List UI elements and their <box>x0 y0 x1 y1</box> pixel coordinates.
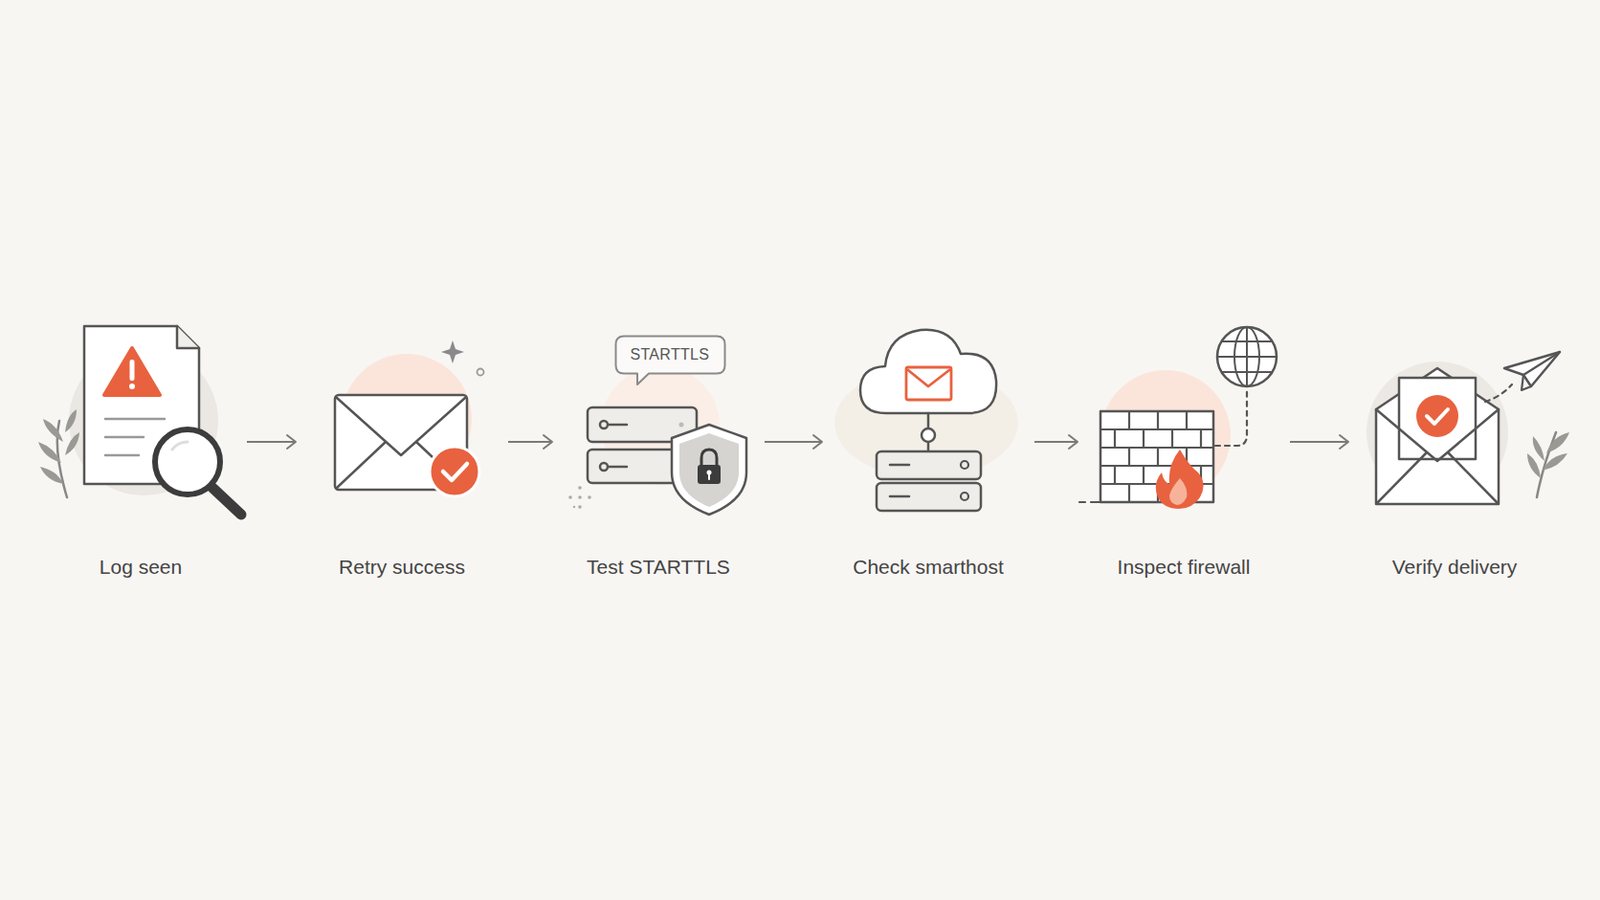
process-step: Log seen <box>40 382 242 579</box>
arrow-line <box>764 441 823 444</box>
arrow-head <box>1068 435 1078 449</box>
icon-stroke <box>908 370 950 387</box>
icon-stroke <box>577 486 582 490</box>
process-step: Retry success <box>301 382 503 579</box>
icon-stroke <box>1399 377 1476 460</box>
arrow-line <box>1034 441 1078 444</box>
arrow-line <box>508 441 553 444</box>
icon-stroke <box>130 359 135 381</box>
icon-stroke <box>1217 327 1277 387</box>
icon-stroke <box>1079 501 1101 504</box>
step-label: Inspect firewall <box>1117 555 1251 579</box>
icon-stroke <box>679 422 685 428</box>
icon-stroke <box>577 495 582 500</box>
flow-arrow <box>246 435 296 449</box>
icon-stroke <box>960 461 969 469</box>
arrow-head <box>543 435 553 449</box>
flow-arrow <box>1289 435 1349 449</box>
step-label: Verify delivery <box>1392 555 1518 579</box>
bubble-text: STARTTLS <box>630 345 711 364</box>
arrow-head <box>287 435 296 449</box>
step-label: Test STARTTLS <box>586 555 731 579</box>
icon-stroke <box>921 428 935 443</box>
icon-stroke <box>860 330 997 414</box>
icon-stroke <box>573 506 576 509</box>
icon-stroke <box>960 492 969 501</box>
icon-stroke <box>1521 352 1560 391</box>
starttls-icon <box>568 366 747 515</box>
step-label: Log seen <box>99 555 182 579</box>
icon-stroke <box>1376 368 1499 505</box>
icon-stroke <box>1416 395 1459 438</box>
icon-stroke <box>577 505 582 510</box>
step-label: Check smarthost <box>852 555 1004 579</box>
icon-stroke <box>671 424 747 515</box>
icon-stroke <box>172 442 188 450</box>
flow-arrow <box>764 435 823 449</box>
delivery-icon <box>1366 352 1570 505</box>
icon-stroke <box>1155 449 1204 510</box>
icon-stroke <box>587 495 592 500</box>
process-step: Inspect firewall <box>1083 382 1285 579</box>
process-step: Test STARTTLS <box>557 382 759 579</box>
icon-stroke <box>443 464 467 481</box>
icon-stroke <box>701 449 717 467</box>
icon-stroke <box>1217 327 1277 387</box>
icon-stroke <box>429 446 480 497</box>
icon-stroke <box>608 466 627 469</box>
flow-arrow <box>1034 435 1078 449</box>
icon-stroke <box>104 348 160 396</box>
arrow-line <box>246 441 296 444</box>
icon-stroke <box>1169 478 1187 506</box>
step-label: Retry success <box>338 555 466 579</box>
icon-stroke <box>906 367 952 400</box>
icon-stroke <box>38 409 80 485</box>
icon-stroke <box>1215 387 1247 446</box>
icon-stroke <box>608 423 627 427</box>
icon-stroke <box>477 369 485 377</box>
arrow-line <box>1289 441 1349 444</box>
icon-stroke <box>568 486 592 510</box>
icon-stroke <box>1527 432 1570 479</box>
icon-stroke <box>679 433 739 508</box>
icon-stroke <box>129 383 135 390</box>
icon-stroke <box>600 463 608 471</box>
icon-stroke <box>600 421 608 429</box>
icon-stroke <box>210 486 242 515</box>
flow-arrow <box>508 435 553 449</box>
speech-bubble: STARTTLS <box>614 334 727 386</box>
process-step: Check smarthost <box>827 382 1029 579</box>
icon-stroke <box>697 465 721 485</box>
icon-stroke <box>1426 409 1448 424</box>
icon-stroke <box>1485 384 1512 402</box>
log-icon <box>38 326 242 515</box>
icon-stroke <box>1376 409 1499 503</box>
icon-stroke <box>334 395 467 490</box>
icon-stroke <box>155 429 221 495</box>
arrow-head <box>1339 435 1349 449</box>
icon-stroke <box>441 340 465 364</box>
bubble-outline <box>615 336 725 386</box>
retry-icon <box>334 340 485 497</box>
icon-stroke <box>708 474 711 480</box>
process-step: Verify delivery <box>1354 382 1556 579</box>
icon-stroke <box>177 326 200 349</box>
firewall-icon <box>1079 327 1277 510</box>
smarthost-icon <box>834 330 1019 512</box>
icon-stroke <box>1366 361 1509 504</box>
icon-stroke <box>568 495 573 500</box>
arrow-head <box>813 435 823 449</box>
icon-stroke <box>889 465 910 497</box>
